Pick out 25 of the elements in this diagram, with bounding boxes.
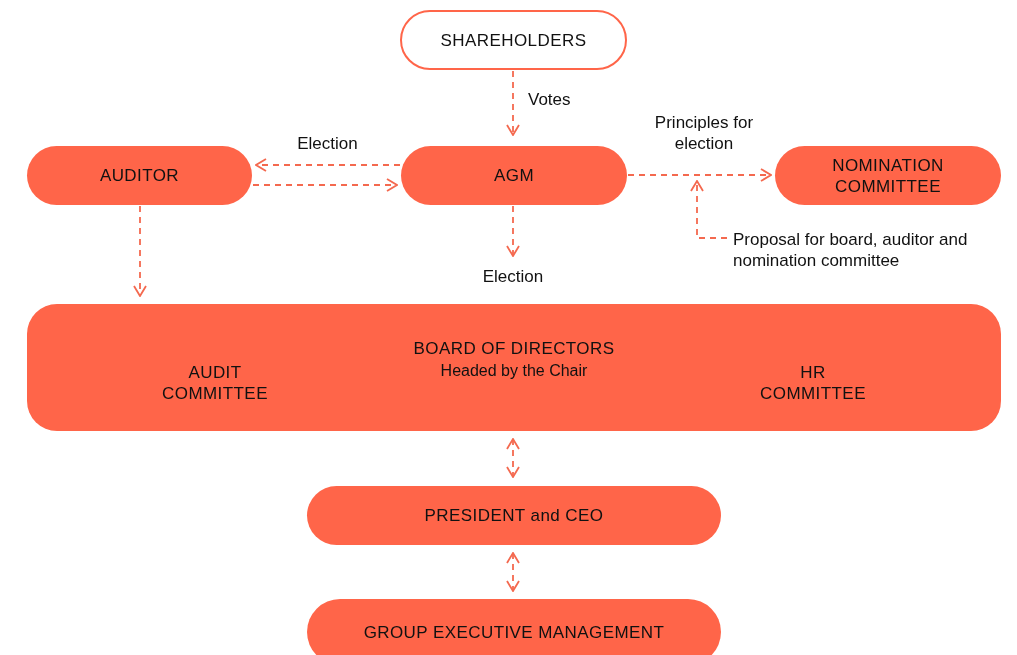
note-text: Proposal for board, auditor and nomination committee: [733, 229, 983, 275]
edge-label: Election: [296, 133, 359, 154]
committee-label: AUDIT COMMITTEE: [161, 362, 269, 404]
board-band: [27, 304, 1001, 431]
dashed-arrow: [506, 205, 520, 257]
dashed-arrow: [506, 552, 520, 592]
dashed-arrow: [255, 158, 401, 172]
dashed-arrow: [252, 178, 398, 192]
committee-label: HR COMMITTEE: [759, 362, 867, 404]
dashed-arrow: [506, 70, 520, 136]
edge-label: Election: [481, 266, 545, 287]
board-subtitle: Headed by the Chair: [439, 361, 589, 381]
edge-label: Principles for election: [653, 112, 755, 154]
edge-label: Votes: [528, 89, 572, 110]
rounded-pill: PRESIDENT and CEO: [307, 486, 721, 545]
rounded-pill: GROUP EXECUTIVE MANAGEMENT: [307, 599, 721, 655]
rounded-pill: AGM: [401, 146, 627, 205]
rounded-pill: NOMINATION COMMITTEE: [775, 146, 1001, 205]
dashed-arrow: [133, 205, 147, 297]
dashed-arrow: [506, 438, 520, 478]
board-title: BOARD OF DIRECTORS: [412, 338, 616, 360]
outlined-pill: SHAREHOLDERS: [400, 10, 627, 70]
dashed-arrow: [690, 180, 728, 239]
dashed-arrow: [627, 168, 772, 182]
rounded-pill: AUDITOR: [27, 146, 252, 205]
